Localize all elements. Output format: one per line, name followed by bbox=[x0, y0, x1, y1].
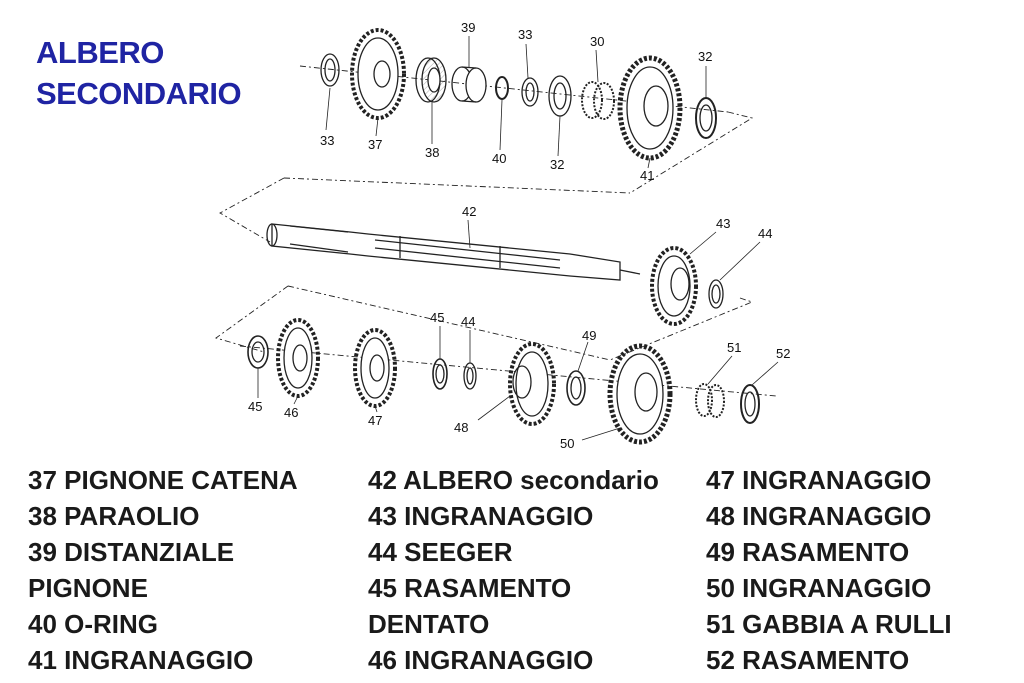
gear-41 bbox=[617, 55, 683, 161]
legend-entry: 49 RASAMENTO bbox=[706, 537, 910, 567]
legend-entry: 51 GABBIA A RULLI bbox=[706, 609, 952, 639]
legend-entry: 52 RASAMENTO bbox=[706, 645, 910, 675]
callout-40: 40 bbox=[492, 151, 506, 166]
seeger-44-middle bbox=[708, 279, 724, 309]
top-assembly bbox=[299, 28, 754, 194]
legend-entry: 40 O-RING bbox=[28, 609, 159, 639]
title-line-1: ALBERO bbox=[36, 35, 164, 70]
callout-50: 50 bbox=[560, 436, 574, 451]
callout-33-mid: 33 bbox=[518, 27, 532, 42]
gear-48 bbox=[508, 342, 556, 426]
page-title: ALBERO SECONDARIO bbox=[36, 32, 242, 114]
title-line-2: SECONDARIO bbox=[36, 76, 242, 111]
callout-49: 49 bbox=[582, 328, 596, 343]
bottom-assembly bbox=[214, 285, 779, 445]
callout-48: 48 bbox=[454, 420, 468, 435]
legend-entry: 48 INGRANAGGIO bbox=[706, 501, 932, 531]
callout-51: 51 bbox=[727, 340, 741, 355]
legend-entry: 44 SEEGER bbox=[368, 537, 513, 567]
callout-39: 39 bbox=[461, 20, 475, 35]
legend-entry: 42 ALBERO secondario bbox=[368, 465, 659, 495]
legend-column-2: 42 ALBERO secondario 43 INGRANAGGIO 44 S… bbox=[368, 462, 659, 678]
legend-entry: 46 INGRANAGGIO bbox=[368, 645, 594, 675]
legend-entry: 41 INGRANAGGIO bbox=[28, 645, 254, 675]
legend-column-3: 47 INGRANAGGIO 48 INGRANAGGIO 49 RASAMEN… bbox=[706, 462, 952, 678]
exploded-diagram: 33 37 38 39 40 33 32 30 41 32 bbox=[214, 20, 790, 451]
callout-45-left: 45 bbox=[248, 399, 262, 414]
chain-sprocket-37 bbox=[350, 28, 406, 120]
oil-seal-38 bbox=[415, 57, 447, 103]
callout-45-mid: 45 bbox=[430, 310, 444, 325]
callout-32-right: 32 bbox=[698, 49, 712, 64]
shim-32-mid bbox=[548, 75, 572, 117]
parts-legend: 37 PIGNONE CATENA 38 PARAOLIO 39 DISTANZ… bbox=[28, 462, 1018, 677]
callout-52: 52 bbox=[776, 346, 790, 361]
roller-cage-51 bbox=[695, 383, 725, 418]
gear-50 bbox=[607, 343, 673, 445]
callout-41: 41 bbox=[640, 168, 654, 183]
callout-42: 42 bbox=[462, 204, 476, 219]
shim-52 bbox=[740, 384, 760, 424]
callout-32-mid: 32 bbox=[550, 157, 564, 172]
callout-44-bottom: 44 bbox=[461, 314, 475, 329]
legend-entry: 39 DISTANZIALE bbox=[28, 537, 235, 567]
circlip-33-top bbox=[320, 53, 340, 87]
callout-30: 30 bbox=[590, 34, 604, 49]
seeger-44-bottom bbox=[463, 362, 477, 390]
middle-assembly bbox=[219, 177, 761, 361]
callout-43: 43 bbox=[716, 216, 730, 231]
gear-46 bbox=[276, 318, 320, 398]
legend-entry: DENTATO bbox=[368, 609, 490, 639]
legend-entry: 45 RASAMENTO bbox=[368, 573, 572, 603]
callout-37-top: 37 bbox=[368, 137, 382, 152]
circlip-33-mid bbox=[521, 77, 539, 107]
legend-entry: 47 INGRANAGGIO bbox=[706, 465, 932, 495]
callout-44-middle: 44 bbox=[758, 226, 772, 241]
legend-entry: 50 INGRANAGGIO bbox=[706, 573, 932, 603]
o-ring-40 bbox=[495, 76, 509, 100]
toothed-shim-45-mid bbox=[432, 358, 448, 390]
legend-entry: 43 INGRANAGGIO bbox=[368, 501, 594, 531]
callout-38: 38 bbox=[425, 145, 439, 160]
legend-entry: 37 PIGNONE CATENA bbox=[28, 465, 298, 495]
gear-43 bbox=[650, 246, 698, 326]
callout-33-top: 33 bbox=[320, 133, 334, 148]
gear-47 bbox=[353, 328, 397, 408]
callout-47: 47 bbox=[368, 413, 382, 428]
legend-entry: 38 PARAOLIO bbox=[28, 501, 200, 531]
legend-entry: PIGNONE bbox=[28, 573, 148, 603]
callout-46: 46 bbox=[284, 405, 298, 420]
output-shaft-42 bbox=[266, 223, 641, 281]
shim-32-right bbox=[695, 97, 717, 139]
roller-cage-30 bbox=[581, 81, 615, 120]
legend-column-1: 37 PIGNONE CATENA 38 PARAOLIO 39 DISTANZ… bbox=[28, 462, 298, 678]
spacer-39 bbox=[451, 66, 487, 103]
shim-49 bbox=[566, 370, 586, 406]
toothed-shim-45-left bbox=[247, 335, 269, 369]
